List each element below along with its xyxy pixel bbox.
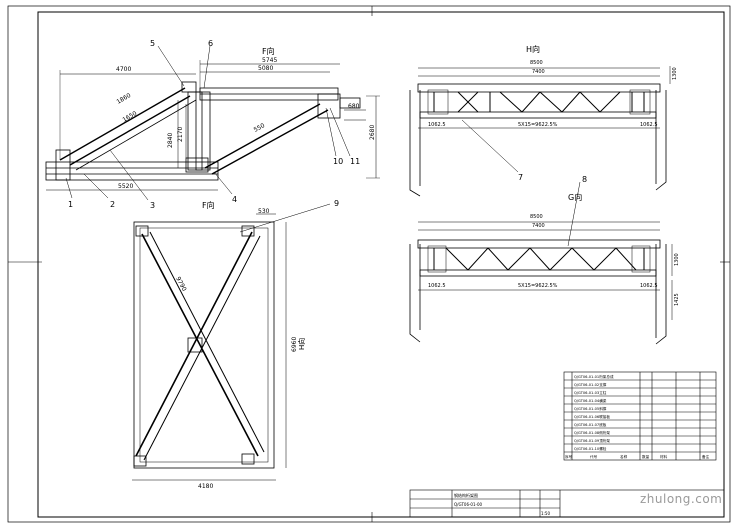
svg-text:5X15=9622.5%: 5X15=9622.5% — [518, 283, 558, 289]
svg-text:1650: 1650 — [122, 110, 139, 124]
elevation-h-text: H向 8500 7400 5X15=9622.5% 1062.5 1062.5 … — [428, 44, 678, 182]
svg-text:1062.5: 1062.5 — [428, 122, 446, 128]
svg-text:5080: 5080 — [258, 65, 273, 72]
svg-text:5520: 5520 — [118, 183, 133, 190]
svg-text:7: 7 — [518, 173, 523, 182]
svg-text:Q/GT06-01-03立柱: Q/GT06-01-03立柱 — [574, 390, 607, 395]
svg-text:备注: 备注 — [702, 454, 710, 459]
svg-text:2: 2 — [110, 200, 115, 209]
elevation-h-label: H向 — [526, 44, 540, 54]
svg-text:9: 9 — [334, 199, 339, 208]
svg-text:1062.5: 1062.5 — [428, 283, 446, 289]
svg-text:3: 3 — [150, 201, 155, 210]
svg-text:钢结构桁架图: 钢结构桁架图 — [454, 492, 478, 498]
svg-text:Q/GT06-01-02支撑: Q/GT06-01-02支撑 — [574, 382, 607, 387]
svg-text:2840: 2840 — [167, 133, 174, 148]
title-block — [409, 489, 725, 518]
svg-text:9790: 9790 — [174, 276, 187, 293]
svg-text:序号: 序号 — [565, 454, 573, 459]
svg-text:Q/GT06-01-04横梁: Q/GT06-01-04横梁 — [574, 398, 607, 403]
svg-text:Q/GT06-01-06联接板: Q/GT06-01-06联接板 — [574, 414, 610, 419]
elevation-g-text: G向 8500 7400 5X15=9622.5% 1062.5 1062.5 … — [428, 175, 680, 306]
svg-text:530: 530 — [258, 208, 270, 215]
svg-text:5745: 5745 — [262, 57, 277, 64]
elevation-g-view — [409, 181, 673, 345]
parts-list-text: Q/GT06-01-01桁架总成 Q/GT06-01-02支撑 Q/GT06-0… — [565, 374, 710, 459]
svg-text:2170: 2170 — [177, 127, 184, 142]
svg-text:Q/GT06-01-07底板: Q/GT06-01-07底板 — [574, 422, 607, 427]
parts-list — [563, 371, 717, 461]
svg-text:2680: 2680 — [369, 125, 376, 140]
svg-text:数量: 数量 — [642, 454, 650, 459]
side-view-text: F向 5745 5080 4700 1860 1650 550 2840 217… — [68, 39, 376, 210]
elevation-h-view — [409, 66, 671, 197]
svg-text:5X15=9622.5%: 5X15=9622.5% — [518, 122, 558, 128]
svg-text:8500: 8500 — [530, 60, 543, 66]
svg-text:4180: 4180 — [198, 483, 213, 490]
plan-view-label: F向 — [202, 200, 215, 210]
svg-text:1:50: 1:50 — [541, 511, 550, 516]
svg-text:1062.5: 1062.5 — [640, 283, 658, 289]
svg-text:Q/GT06-01-01桁架总成: Q/GT06-01-01桁架总成 — [574, 374, 614, 379]
svg-text:Q/GT06-01-00: Q/GT06-01-00 — [454, 502, 483, 507]
svg-text:7400: 7400 — [532, 69, 545, 75]
svg-text:1860: 1860 — [116, 92, 133, 106]
inner-frame — [37, 11, 725, 518]
watermark: zhulong.com — [640, 492, 723, 506]
svg-text:1: 1 — [68, 200, 73, 209]
svg-text:Q/GT06-01-10螺栓: Q/GT06-01-10螺栓 — [574, 446, 607, 451]
svg-text:1300: 1300 — [674, 253, 680, 266]
svg-text:8: 8 — [582, 175, 587, 184]
svg-text:7400: 7400 — [532, 223, 545, 229]
side-view — [45, 45, 380, 201]
svg-text:代号: 代号 — [590, 454, 598, 459]
elevation-g-label: G向 — [568, 192, 582, 202]
side-view-label: F向 — [262, 46, 275, 56]
svg-text:4: 4 — [232, 195, 237, 204]
svg-text:1425: 1425 — [674, 293, 680, 306]
svg-text:Q/GT06-01-05斜撑: Q/GT06-01-05斜撑 — [574, 406, 607, 411]
svg-text:6: 6 — [208, 39, 213, 48]
svg-text:1062.5: 1062.5 — [640, 122, 658, 128]
svg-text:Q/GT06-01-08侧桁架: Q/GT06-01-08侧桁架 — [574, 430, 610, 435]
svg-text:11: 11 — [350, 157, 360, 166]
svg-text:Q/GT06-01-09顶桁架: Q/GT06-01-09顶桁架 — [574, 438, 610, 443]
svg-text:680: 680 — [348, 103, 360, 110]
outer-frame — [7, 5, 731, 523]
svg-text:8500: 8500 — [530, 214, 543, 220]
svg-text:1300: 1300 — [672, 67, 678, 80]
svg-text:H向: H向 — [297, 338, 306, 350]
plan-view — [132, 203, 331, 481]
svg-text:10: 10 — [333, 157, 343, 166]
svg-text:550: 550 — [253, 122, 267, 134]
svg-text:5: 5 — [150, 39, 155, 48]
svg-text:6960: 6960 — [291, 337, 298, 352]
svg-text:材料: 材料 — [660, 454, 668, 459]
svg-text:名称: 名称 — [620, 454, 628, 459]
title-block-text: 钢结构桁架图 Q/GT06-01-00 1:50 — [454, 492, 550, 516]
svg-text:4700: 4700 — [116, 66, 131, 73]
